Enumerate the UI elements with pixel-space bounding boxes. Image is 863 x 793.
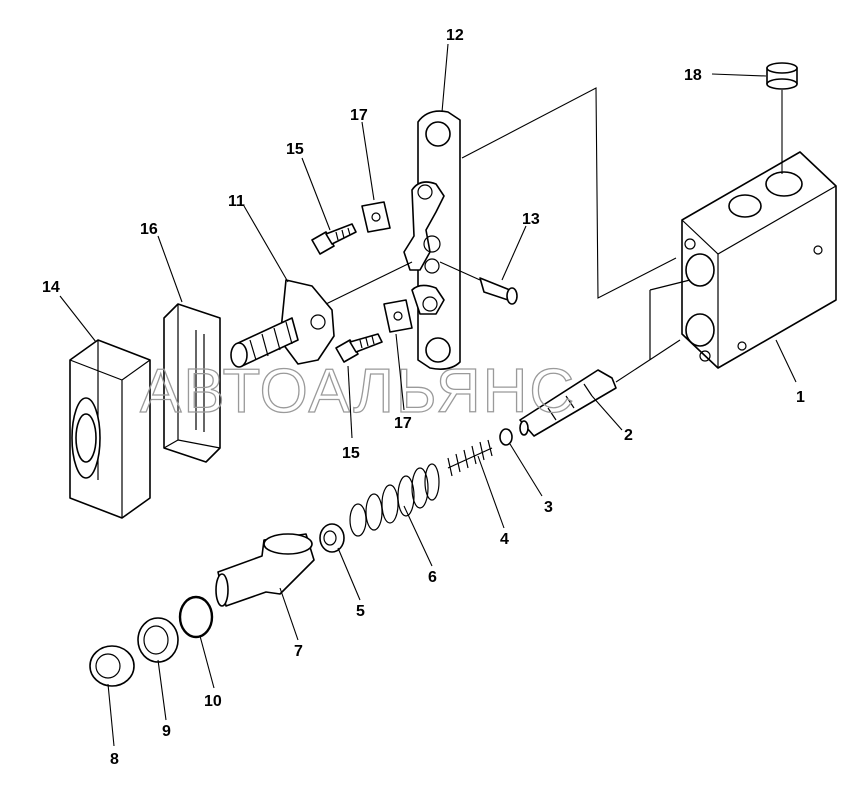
- part-11-spring-cylinder: [230, 261, 413, 368]
- part-12-plate: [403, 87, 677, 370]
- callout-labels: 1 2 3 4 5 6 7 8 9 10 11 12 13 14 15 15 1…: [42, 27, 805, 768]
- callout-15-top: 15: [286, 141, 304, 158]
- part-13-pin: [439, 261, 518, 305]
- part-14-cover: [69, 339, 151, 519]
- callout-13: 13: [522, 211, 540, 228]
- part-8-cap: [89, 645, 135, 687]
- part-10-o-ring: [178, 595, 214, 639]
- callout-18: 18: [684, 67, 702, 84]
- part-2-spool: [519, 339, 681, 437]
- callout-2: 2: [624, 427, 633, 444]
- callout-4: 4: [500, 531, 509, 548]
- callout-16: 16: [140, 221, 158, 238]
- part-4-small-spring: [447, 439, 493, 477]
- callout-3: 3: [544, 499, 553, 516]
- callout-10: 10: [204, 693, 222, 710]
- callout-12: 12: [446, 27, 464, 44]
- callout-9: 9: [162, 723, 171, 740]
- callout-6: 6: [428, 569, 437, 586]
- callout-5: 5: [356, 603, 365, 620]
- part-7-piston: [215, 533, 315, 607]
- part-1-valve-body: [649, 151, 837, 369]
- callout-11: 11: [228, 193, 245, 210]
- watermark-text: АВТОАЛЬЯНС: [140, 357, 576, 426]
- part-3-washer: [499, 428, 513, 446]
- callout-14: 14: [42, 279, 60, 296]
- part-18-plug: [766, 62, 798, 174]
- part-16-gasket-plate: [163, 303, 221, 463]
- part-9-bushing: [137, 617, 179, 663]
- part-5-retainer: [319, 523, 345, 553]
- leader-lines: [59, 43, 797, 747]
- part-17-gaskets: [361, 201, 413, 333]
- part-15-screws: [311, 223, 383, 363]
- callout-15-bottom: 15: [342, 445, 360, 462]
- callout-7: 7: [294, 643, 303, 660]
- callout-17-bottom: 17: [394, 415, 412, 432]
- part-6-large-spring: [349, 463, 440, 537]
- callout-8: 8: [110, 751, 119, 768]
- callout-17-top: 17: [350, 107, 368, 124]
- callout-1: 1: [796, 389, 805, 406]
